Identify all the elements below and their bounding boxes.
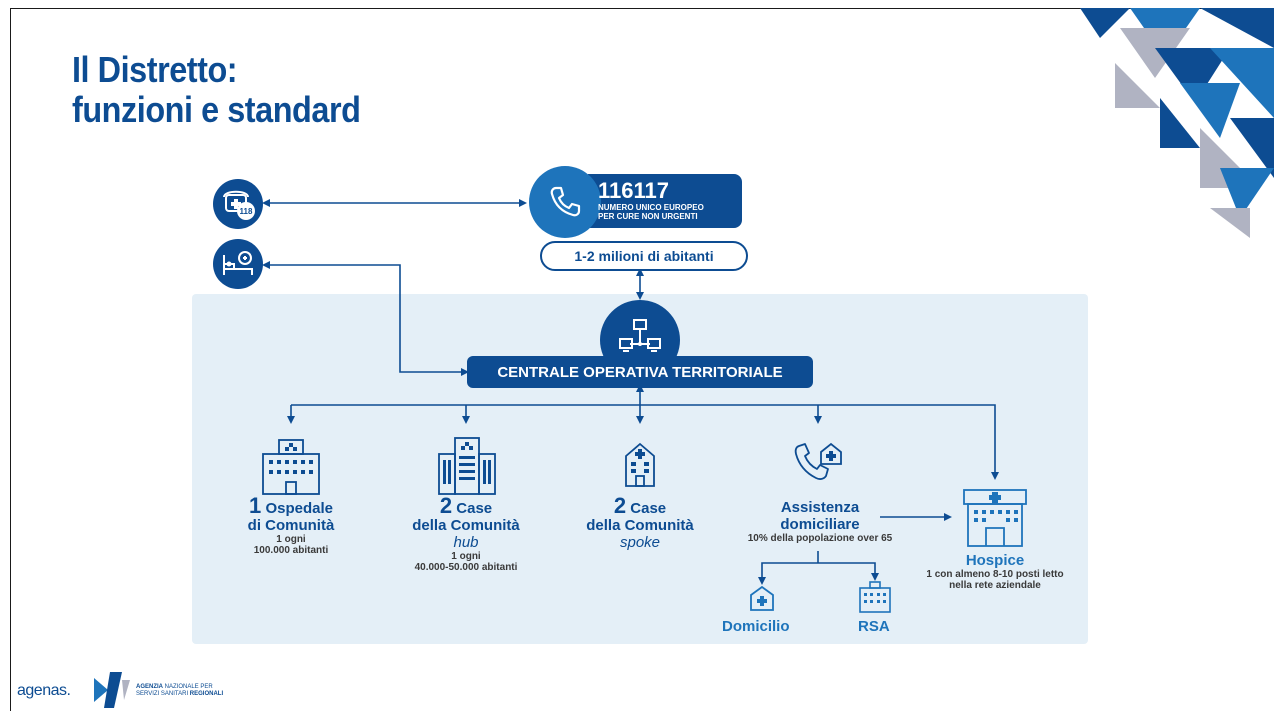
ospedale-comunita: 1 Ospedale di Comunità 1 ogni 100.000 ab… (221, 495, 361, 557)
central-operative-box: CENTRALE OPERATIVA TERRITORIALE (467, 356, 813, 388)
assistenza-domiciliare: Assistenza domiciliare 10% della popolaz… (705, 499, 935, 544)
hospital-icon (262, 439, 320, 495)
case-comunita-spoke: 2 Case della Comunità spoke (562, 495, 718, 552)
hospice-note-1: 1 con almeno 8-10 posti letto (926, 569, 1064, 580)
domicilio-label: Domicilio (722, 618, 790, 635)
hub-note-1: 1 ogni (451, 551, 481, 562)
hospice-note-2: nella rete aziendale (949, 580, 1041, 591)
home-care-icon (794, 442, 842, 480)
corner-decoration (1080, 8, 1274, 238)
case-comunita-hub: 2 Case della Comunità hub 1 ogni 40.000-… (386, 495, 546, 574)
phone-icon (529, 166, 601, 238)
phone-number: 116117 (598, 178, 669, 203)
phone-caption-line-1: NUMERO UNICO EUROPEO (598, 203, 704, 212)
hub-sub: hub (453, 534, 479, 551)
logo-sub-line-1: NAZIONALE PER (164, 684, 213, 690)
116117-banner (588, 174, 742, 228)
population-badge: 1-2 milioni di abitanti (540, 241, 748, 271)
logo-sub-line-2a: SERVIZI SANITARI (136, 691, 189, 697)
assistenza-note: 10% della popolazione over 65 (747, 533, 893, 544)
rsa-label: RSA (858, 618, 890, 635)
assistenza-line-2: domiciliare (780, 516, 860, 533)
spoke-name-a: Case (630, 500, 667, 517)
emergency-code: 118 (240, 207, 253, 216)
logo-sub-line-2b: REGIONALI (189, 691, 224, 697)
phone-caption-line-2: PER CURE NON URGENTI (598, 212, 698, 221)
ospedale-count: 1 (249, 493, 262, 518)
rsa-icon (859, 581, 891, 613)
central-operative-label: CENTRALE OPERATIVA TERRITORIALE (497, 363, 783, 381)
domicilio-icon (750, 585, 774, 611)
spoke-count: 2 (613, 493, 627, 518)
hospice: Hospice 1 con almeno 8-10 posti letto ne… (890, 552, 1100, 591)
hospice-icon (963, 489, 1027, 547)
slide-frame (10, 8, 1272, 711)
hospital-bed-icon (213, 239, 263, 289)
community-house-spoke-icon (625, 442, 655, 487)
agenas-logo-caption: AGENZIA NAZIONALE PER SERVIZI SANITARI R… (136, 684, 223, 698)
ospedale-name-b: di Comunità (247, 517, 335, 534)
ospedale-note-2: 100.000 abitanti (253, 545, 329, 556)
population-label: 1-2 milioni di abitanti (574, 248, 714, 264)
title-line-2: funzioni e standard (72, 89, 361, 130)
page-title: Il Distretto: funzioni e standard (72, 49, 361, 130)
title-line-1: Il Distretto: (72, 49, 238, 90)
hub-name-b: della Comunità (412, 517, 520, 534)
hospice-label: Hospice (965, 552, 1025, 569)
ospedale-note-1: 1 ogni (276, 534, 306, 545)
hub-count: 2 (439, 493, 453, 518)
hub-note-2: 40.000-50.000 abitanti (414, 562, 518, 573)
hub-name-a: Case (456, 500, 493, 517)
spoke-sub: spoke (619, 534, 661, 551)
emergency-118-icon: 118 (213, 179, 263, 229)
assistenza-line-1: Assistenza (780, 499, 860, 516)
logo-sub-bold: AGENZIA (136, 684, 163, 690)
agenas-logo-mark (94, 672, 130, 708)
spoke-name-b: della Comunità (586, 517, 694, 534)
agenas-logo-text: agenas. (17, 682, 71, 699)
ospedale-name-a: Ospedale (265, 500, 333, 517)
community-house-hub-icon (438, 437, 496, 495)
phone-number-caption: NUMERO UNICO EUROPEO PER CURE NON URGENT… (598, 203, 704, 221)
